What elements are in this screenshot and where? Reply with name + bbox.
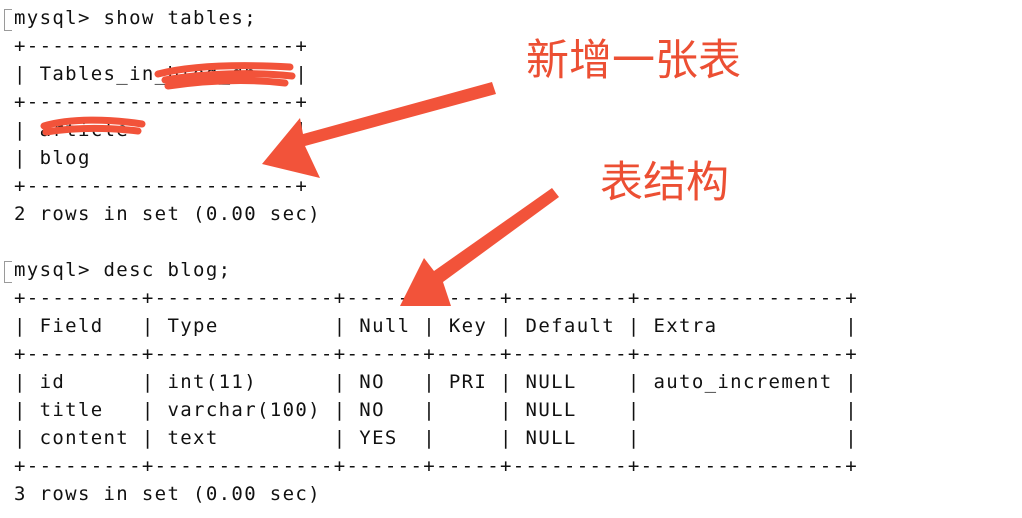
annotation-table-structure: 表结构 xyxy=(600,158,729,208)
output-line: +---------+--------------+------+-----+-… xyxy=(14,343,859,365)
arrow-to-structure-icon xyxy=(400,188,559,306)
arrow-to-tables-icon xyxy=(262,82,496,178)
output-line: 2 rows in set (0.00 sec) xyxy=(14,203,321,225)
output-line: | Field | Type | Null | Key | Default | … xyxy=(14,315,859,337)
output-line: +---------+--------------+------+-----+-… xyxy=(14,455,859,477)
redaction-scribble-db-name xyxy=(154,62,296,90)
output-line: +---------------------+ xyxy=(14,35,309,57)
output-line: | content | text | YES | | NULL | | xyxy=(14,427,859,449)
output-line: | id | int(11) | NO | PRI | NULL | auto_… xyxy=(14,371,859,393)
output-line: +---------------------+ xyxy=(14,175,309,197)
command-line: mysql> desc blog; xyxy=(14,259,232,281)
cursor-bracket-1 xyxy=(4,9,12,31)
output-line: | title | varchar(100) | NO | | NULL | | xyxy=(14,399,859,421)
output-line: 3 rows in set (0.00 sec) xyxy=(14,483,321,505)
command-line: mysql> show tables; xyxy=(14,7,257,29)
annotation-new-table: 新增一张表 xyxy=(526,36,741,86)
redaction-scribble-table-name xyxy=(40,116,146,136)
cursor-bracket-2 xyxy=(4,261,12,283)
output-line: +---------------------+ xyxy=(14,91,309,113)
